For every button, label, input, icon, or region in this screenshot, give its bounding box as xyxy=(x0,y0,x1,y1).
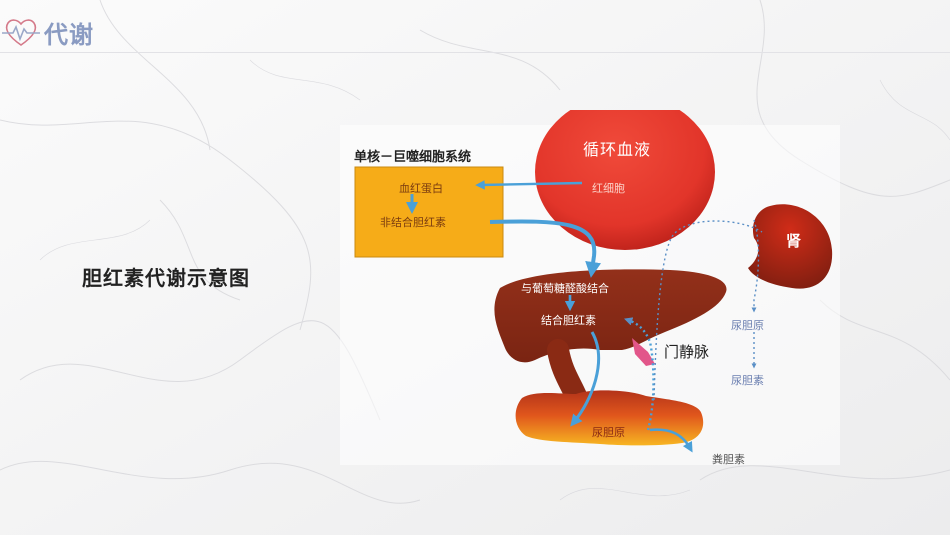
glucuronide-label: 与葡萄糖醛酸结合 xyxy=(521,282,609,295)
dotted-to-kidney-path xyxy=(653,220,763,401)
header-divider xyxy=(0,52,950,53)
kidney-shape xyxy=(748,204,833,289)
conjugated-bilirubin-label: 结合胆红素 xyxy=(541,314,596,327)
hemoglobin-label: 血红蛋白 xyxy=(399,182,443,195)
urobilinogen-intestine-label: 尿胆原 xyxy=(592,426,625,439)
red-cell-label: 红细胞 xyxy=(592,182,625,195)
mps-title: 单核－巨噬细胞系统 xyxy=(354,150,472,165)
arrow-redcell-to-hemoglobin xyxy=(475,180,583,190)
dotted-kidney-down-path xyxy=(751,219,760,313)
page-title: 胆红素代谢示意图 xyxy=(82,266,250,290)
intestine-shape xyxy=(515,390,704,446)
portal-vein-shape xyxy=(632,338,655,366)
circulation-label: 循环血液 xyxy=(583,140,652,159)
arrow-conjugated-to-intestine xyxy=(570,331,601,427)
arrow-unconjugated-to-liver xyxy=(489,219,602,278)
header: 代谢 xyxy=(0,12,94,52)
kidney-label: 肾 xyxy=(786,232,802,250)
bilirubin-metabolism-diagram: 单核－巨噬细胞系统 血红蛋白 非结合胆红素 循环血液 红细胞 肾 与葡萄糖醛酸结… xyxy=(330,110,850,490)
urobilin-label: 尿胆素 xyxy=(731,374,764,387)
liver-shape xyxy=(494,269,727,363)
heartbeat-heart-icon xyxy=(0,12,42,52)
urobilinogen-kidney-label: 尿胆原 xyxy=(731,319,764,332)
circulation-blood-ellipse xyxy=(535,110,715,250)
portal-vein-label: 门静脉 xyxy=(664,343,710,361)
arrow-intestine-to-stercobilin xyxy=(649,428,693,453)
dotted-return-path xyxy=(624,317,655,431)
unconjugated-bilirubin-label: 非结合胆红素 xyxy=(380,216,446,229)
stercobilin-label: 粪胆素 xyxy=(712,453,745,466)
header-title: 代谢 xyxy=(44,20,94,49)
